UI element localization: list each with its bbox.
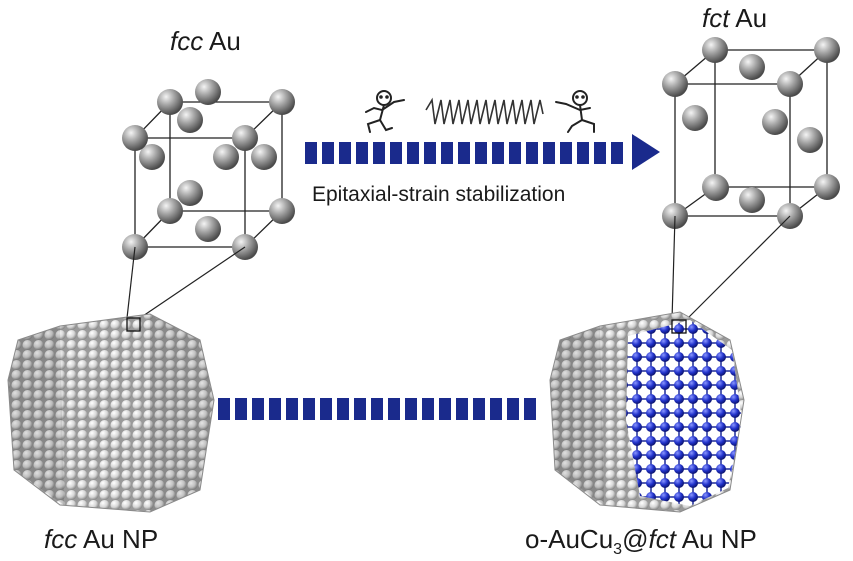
arrow-dash — [320, 398, 332, 420]
arrow-dash — [388, 398, 400, 420]
arrow-dash — [490, 398, 502, 420]
arrow-dash — [303, 398, 315, 420]
arrow-dash — [286, 398, 298, 420]
arrow-dash — [492, 142, 504, 164]
label-text: Au — [729, 3, 767, 33]
fcc-unit-cell — [122, 79, 295, 260]
arrow-dash — [322, 142, 334, 164]
au-atom — [702, 37, 728, 63]
arrow-dash — [439, 398, 451, 420]
arrow-dash — [422, 398, 434, 420]
arrow-dash — [354, 398, 366, 420]
arrow-dash — [373, 142, 385, 164]
arrow-dash — [390, 142, 402, 164]
zoom-box — [126, 317, 141, 332]
label-text: Au — [203, 26, 241, 56]
arrow-dash — [456, 398, 468, 420]
label-text: Au NP — [676, 524, 757, 554]
au-atom — [662, 71, 688, 97]
arrow-dash — [543, 142, 555, 164]
au-atom — [762, 109, 788, 135]
fcc-atoms — [122, 79, 295, 260]
label-text: Au NP — [77, 524, 158, 554]
zoom-lines — [126, 215, 791, 321]
arrow-dash — [218, 398, 230, 420]
stick-figure-icon — [365, 90, 405, 133]
fcc-np-label: fcc Au NP — [44, 524, 158, 554]
fcc-cell-label: fcc Au — [170, 26, 241, 56]
au-atom — [682, 105, 708, 131]
arrow-dash — [407, 142, 419, 164]
fcc-nanoparticle — [7, 313, 215, 513]
core-shell-nanoparticle — [549, 311, 745, 513]
au-atom — [195, 216, 221, 242]
arrow-dash — [507, 398, 519, 420]
au-atom — [157, 89, 183, 115]
arrow-dash — [526, 142, 538, 164]
label-subscript: 3 — [613, 541, 622, 558]
label-italic: fct — [648, 524, 677, 554]
arrow-dash — [337, 398, 349, 420]
core-shell-np-label: o-AuCu3@fct Au NP — [525, 524, 757, 558]
fct-atoms — [662, 37, 840, 229]
aucu3-core — [626, 320, 742, 506]
au-atom — [797, 127, 823, 153]
au-atom — [739, 54, 765, 80]
arrow-dash — [252, 398, 264, 420]
fct-cell-label: fct Au — [702, 3, 767, 33]
arrow-dash — [235, 398, 247, 420]
arrow-dash — [611, 142, 623, 164]
label-text: @ — [622, 524, 648, 554]
au-atom — [814, 37, 840, 63]
stick-figure-icon — [555, 90, 595, 133]
au-atom — [814, 174, 840, 200]
zoom-box — [671, 319, 687, 334]
arrow-dash — [524, 398, 536, 420]
spring-icon — [425, 97, 544, 125]
arrow-dash — [475, 142, 487, 164]
arrow-dash — [356, 142, 368, 164]
au-atom — [232, 125, 258, 151]
arrow-dash — [269, 398, 281, 420]
au-atom — [739, 187, 765, 213]
au-atom — [122, 125, 148, 151]
label-text: o-AuCu — [525, 524, 613, 554]
fct-unit-cell — [662, 37, 840, 229]
label-italic: fcc — [44, 524, 77, 554]
arrow-dash — [594, 142, 606, 164]
arrow-dash — [441, 142, 453, 164]
arrow-dash — [371, 398, 383, 420]
au-atom — [703, 175, 729, 201]
label-italic: fcc — [170, 26, 203, 56]
au-atom — [177, 107, 203, 133]
arrow-dash — [560, 142, 572, 164]
au-atom — [269, 198, 295, 224]
process-label: Epitaxial-strain stabilization — [312, 183, 565, 206]
au-atom — [777, 71, 803, 97]
transformation-arrow — [305, 134, 660, 170]
arrow-head — [632, 134, 660, 170]
au-atom — [177, 180, 203, 206]
arrow-dash — [305, 142, 317, 164]
au-atom — [157, 198, 183, 224]
arrow-dash — [577, 142, 589, 164]
au-atom — [139, 144, 165, 170]
au-atom — [195, 79, 221, 105]
arrow-dash — [405, 398, 417, 420]
arrow-dash — [339, 142, 351, 164]
arrow-dash — [509, 142, 521, 164]
nanoparticle-connector — [218, 398, 536, 420]
arrow-dash — [473, 398, 485, 420]
au-atom — [269, 89, 295, 115]
au-atom — [213, 144, 239, 170]
au-atom — [251, 144, 277, 170]
arrow-dash — [424, 142, 436, 164]
arrow-dash — [458, 142, 470, 164]
label-italic: fct — [702, 3, 731, 33]
